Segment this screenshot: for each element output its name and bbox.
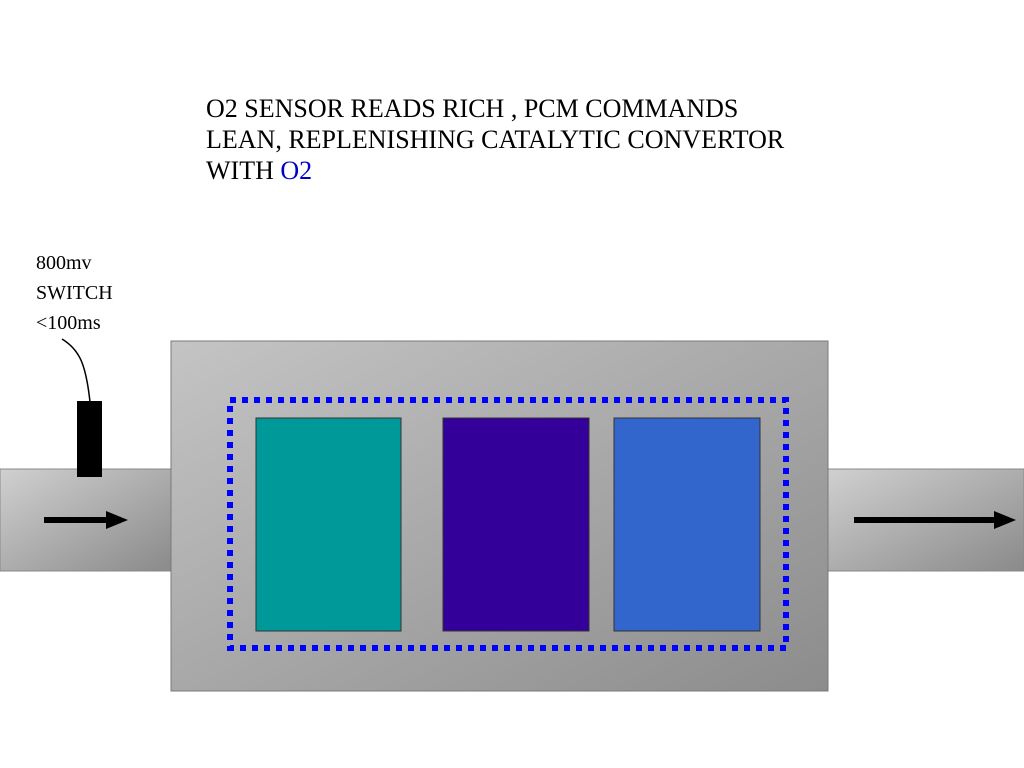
flow-in-arrow-icon xyxy=(44,511,128,529)
sensor-wire xyxy=(61,338,91,403)
headline: O2 SENSOR READS RICH , PCM COMMANDS LEAN… xyxy=(206,93,886,186)
headline-line-1: O2 SENSOR READS RICH , PCM COMMANDS xyxy=(206,94,739,123)
sensor-switch-label: SWITCH xyxy=(36,282,113,304)
headline-line-3-prefix: WITH xyxy=(206,156,281,185)
catalyst-brick-1 xyxy=(255,417,402,632)
sensor-time-label: <100ms xyxy=(36,312,101,334)
catalyst-brick-3 xyxy=(613,417,761,632)
converter-boundary-dotted xyxy=(227,397,789,651)
headline-o2-highlight: O2 xyxy=(280,156,313,185)
catalyst-brick-2 xyxy=(442,417,590,632)
headline-line-3: WITH O2 xyxy=(206,155,886,186)
o2-sensor-icon xyxy=(77,401,102,477)
flow-out-arrow-icon xyxy=(854,511,1016,529)
sensor-label: 800mv SWITCH <100ms xyxy=(36,248,113,338)
headline-line-2: LEAN, REPLENISHING CATALYTIC CONVERTOR xyxy=(206,125,785,154)
sensor-voltage-label: 800mv xyxy=(36,252,92,274)
